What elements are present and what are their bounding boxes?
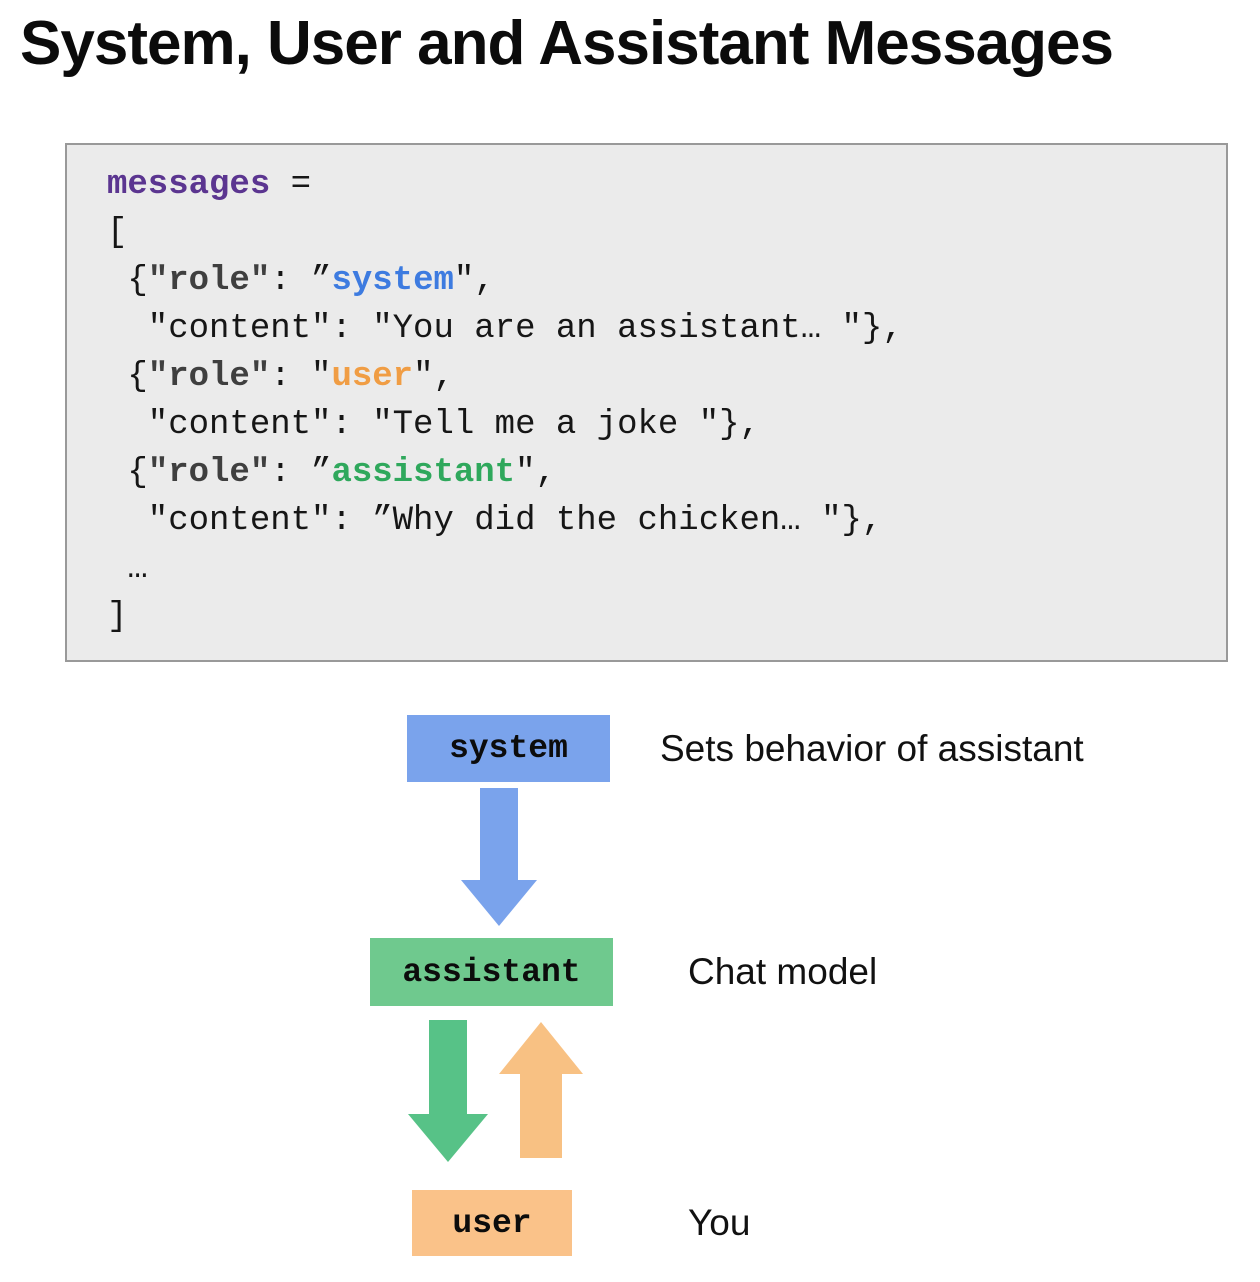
arrow-user-to-assistant-icon bbox=[499, 1022, 583, 1158]
desc-assistant: Chat model bbox=[688, 951, 878, 992]
code-lines: messages = [ {"role": ”system", "content"… bbox=[107, 161, 1216, 641]
arrow-head bbox=[461, 880, 537, 926]
desc-user: You bbox=[688, 1202, 751, 1243]
node-user-label: user bbox=[452, 1204, 532, 1242]
code-line: "content": "Tell me a joke "}, bbox=[107, 406, 760, 444]
node-user: user bbox=[412, 1190, 572, 1256]
node-system: system bbox=[407, 715, 610, 782]
code-line: {"role": "user", bbox=[107, 358, 454, 396]
code-line: [ bbox=[107, 214, 128, 252]
code-line: ] bbox=[107, 598, 128, 636]
arrow-head bbox=[499, 1022, 583, 1074]
code-line: {"role": ”system", bbox=[107, 262, 495, 300]
code-line: messages = bbox=[107, 166, 312, 204]
node-assistant-label: assistant bbox=[402, 953, 581, 991]
node-assistant: assistant bbox=[370, 938, 613, 1006]
node-system-label: system bbox=[449, 730, 568, 767]
page-title: System, User and Assistant Messages bbox=[20, 9, 1114, 78]
arrow-system-to-assistant-icon bbox=[461, 788, 537, 926]
code-line: "content": ”Why did the chicken… "}, bbox=[107, 502, 883, 540]
code-line: "content": "You are an assistant… "}, bbox=[107, 310, 903, 348]
arrow-shaft bbox=[429, 1020, 467, 1114]
arrow-assistant-to-user-icon bbox=[408, 1020, 488, 1162]
desc-system: Sets behavior of assistant bbox=[660, 727, 1084, 769]
code-line: … bbox=[107, 550, 148, 588]
arrow-shaft bbox=[480, 788, 518, 880]
arrow-shaft bbox=[520, 1074, 562, 1158]
code-block: messages = [ {"role": ”system", "content"… bbox=[65, 143, 1228, 662]
code-line: {"role": ”assistant", bbox=[107, 454, 556, 492]
arrow-head bbox=[408, 1114, 488, 1162]
